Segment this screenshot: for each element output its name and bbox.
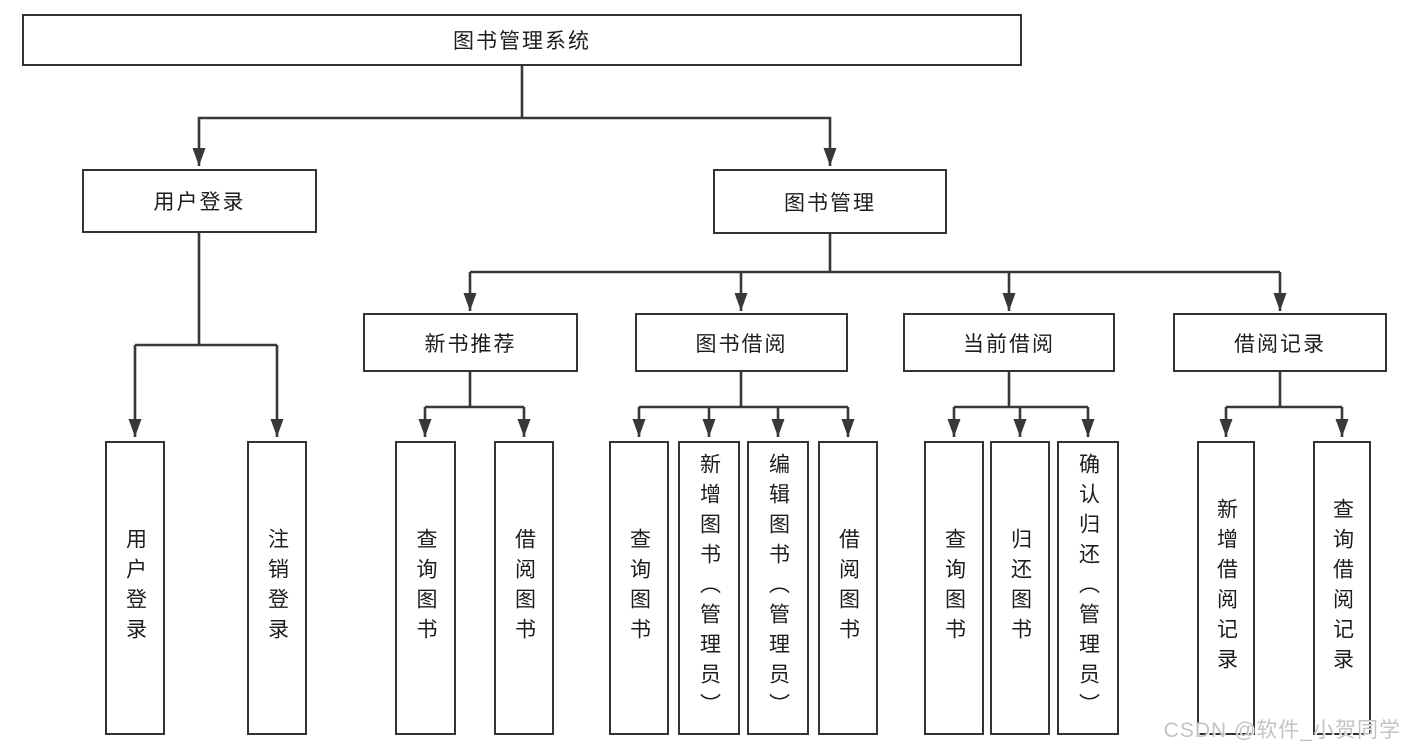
leaf-query-books-1: 查询图书 <box>395 441 456 735</box>
node-current-borrow: 当前借阅 <box>903 313 1115 372</box>
leaf-confirm-return-admin: 确认归还（管理员） <box>1057 441 1119 735</box>
edge-root-to-user-login <box>192 116 522 166</box>
leaf-user-login: 用户登录 <box>105 441 165 735</box>
node-root-system: 图书管理系统 <box>22 14 1022 66</box>
node-borrow-records: 借阅记录 <box>1173 313 1387 372</box>
leaf-logout: 注销登录 <box>247 441 307 735</box>
node-book-borrow: 图书借阅 <box>635 313 848 372</box>
node-book-mgmt: 图书管理 <box>713 169 947 234</box>
leaf-borrow-books-1: 借阅图书 <box>494 441 554 735</box>
node-new-book-recommend: 新书推荐 <box>363 313 578 372</box>
leaf-add-borrow-record: 新增借阅记录 <box>1197 441 1255 735</box>
leaf-query-books-2: 查询图书 <box>609 441 669 735</box>
leaf-query-books-3: 查询图书 <box>924 441 984 735</box>
edge-root-to-book-mgmt <box>522 116 837 166</box>
leaf-query-borrow-record: 查询借阅记录 <box>1313 441 1371 735</box>
leaf-borrow-books-2: 借阅图书 <box>818 441 878 735</box>
leaf-add-book-admin: 新增图书（管理员） <box>678 441 740 735</box>
csdn-watermark: CSDN @软件_小贺同学 <box>1163 719 1401 742</box>
node-user-login: 用户登录 <box>82 169 317 233</box>
leaf-return-book: 归还图书 <box>990 441 1050 735</box>
leaf-edit-book-admin: 编辑图书（管理员） <box>747 441 809 735</box>
